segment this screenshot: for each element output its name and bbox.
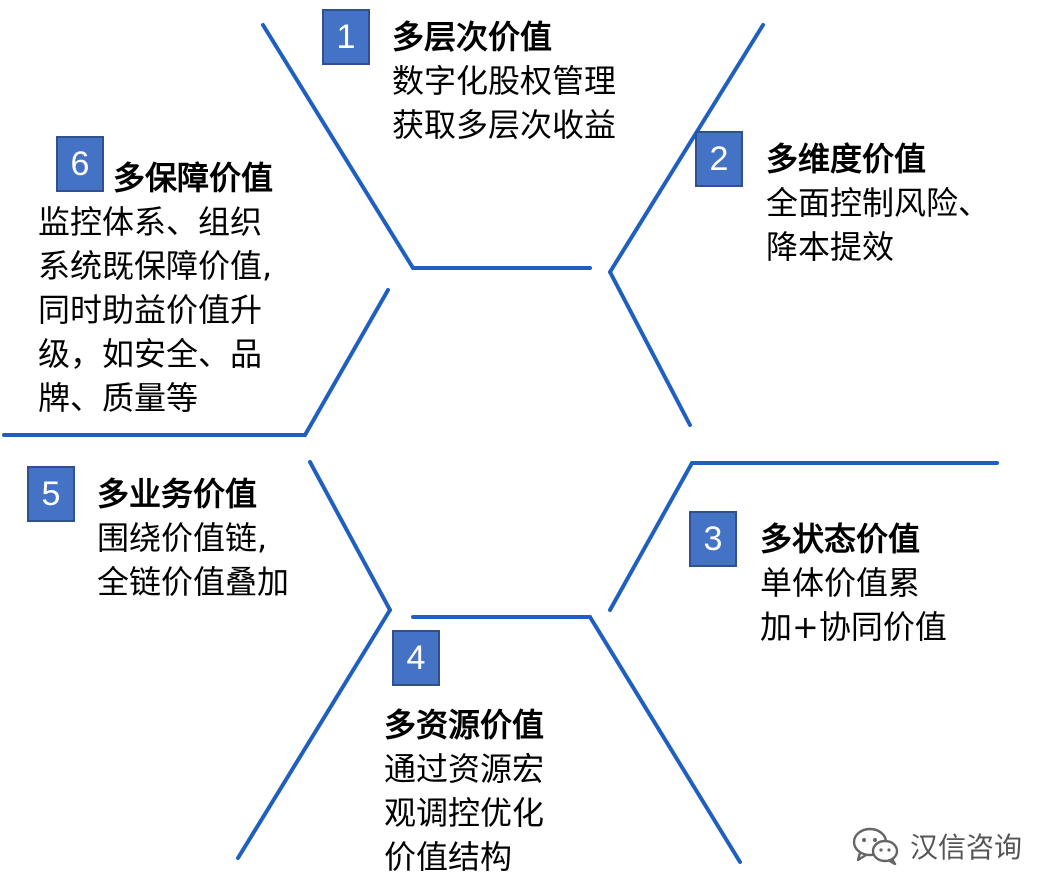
value-text-1-1: 数字化股权管理	[392, 62, 617, 100]
hex-edge-top-right	[608, 23, 765, 274]
value-block-6: 监控体系、组织 系统既保障价值, 同时助益价值升 级，如安全、品 牌、质量等	[38, 200, 272, 420]
value-title-3: 多状态价值	[760, 520, 921, 558]
value-title-6-wrap: 多保障价值	[113, 156, 273, 200]
badge-1: 1	[322, 9, 370, 65]
value-text-5-1: 围绕价值链,	[97, 519, 268, 557]
badge-2: 2	[695, 131, 743, 187]
value-title-2: 多维度价值	[766, 140, 927, 178]
value-title-4: 多资源价值	[384, 706, 545, 744]
value-text-6-1: 监控体系、组织	[38, 203, 263, 241]
value-text-5-2: 全链价值叠加	[97, 563, 290, 601]
hex-edge-left-lower	[308, 460, 392, 612]
value-block-1: 多层次价值 数字化股权管理 获取多层次收益	[392, 15, 616, 147]
value-block-2: 多维度价值 全面控制风险、 降本提效	[766, 137, 990, 269]
value-text-3-2: 加+协同价值	[760, 608, 947, 646]
value-block-3: 多状态价值 单体价值累 加+协同价值	[760, 517, 947, 649]
value-text-4-1: 通过资源宏	[384, 750, 545, 788]
badge-3: 3	[689, 511, 737, 567]
hex-edge-bottom-right	[588, 615, 742, 864]
badge-5: 5	[27, 466, 75, 522]
value-block-4: 多资源价值 通过资源宏 观调控优化 价值结构	[384, 703, 544, 879]
value-title-5: 多业务价值	[97, 475, 258, 513]
value-text-2-2: 降本提效	[766, 228, 895, 266]
badge-6: 6	[56, 136, 104, 192]
value-text-3-1: 单体价值累	[760, 564, 921, 602]
value-block-5: 多业务价值 围绕价值链, 全链价值叠加	[97, 472, 289, 604]
wechat-icon	[852, 827, 899, 866]
hex-edge-right-lower	[608, 461, 694, 612]
badge-4: 4	[392, 630, 440, 686]
hex-edge-right-upper	[608, 270, 692, 427]
value-text-4-3: 价值结构	[384, 838, 513, 876]
watermark: 汉信咨询	[852, 822, 1022, 870]
value-text-6-2: 系统既保障价值,	[38, 247, 273, 285]
hex-edge-top-left	[261, 23, 415, 270]
hex-edge-bottom-left	[236, 608, 392, 860]
value-text-4-2: 观调控优化	[384, 794, 545, 832]
value-text-6-3: 同时助益价值升	[38, 291, 263, 329]
value-title-1: 多层次价值	[392, 18, 553, 56]
value-title-6: 多保障价值	[113, 159, 274, 197]
value-text-1-2: 获取多层次收益	[392, 106, 617, 144]
value-text-6-5: 牌、质量等	[38, 379, 199, 417]
value-text-6-4: 级，如安全、品	[38, 335, 263, 373]
value-text-2-1: 全面控制风险、	[766, 184, 991, 222]
watermark-text: 汉信咨询	[910, 831, 1023, 864]
hex-edge-left-upper	[303, 288, 390, 437]
